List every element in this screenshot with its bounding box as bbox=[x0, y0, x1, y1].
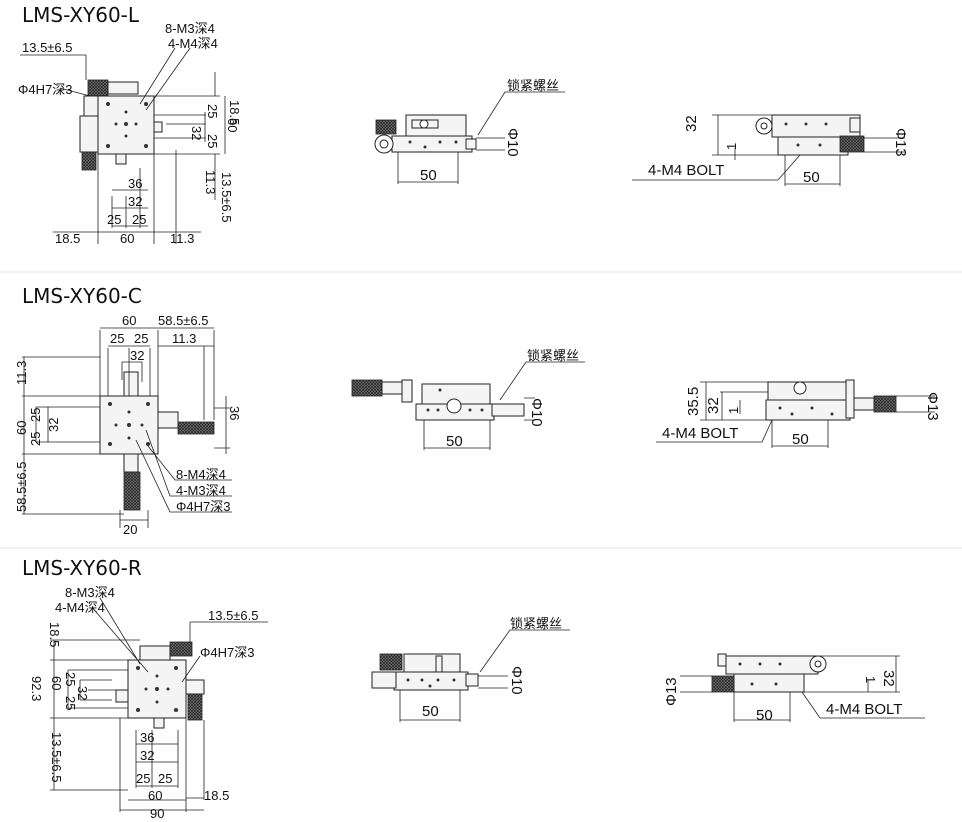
dim-label: Φ10 bbox=[504, 128, 521, 157]
dim-label: 32 bbox=[189, 126, 204, 140]
section-title: LMS-XY60-C bbox=[22, 284, 142, 308]
section-lms-xy60-l: LMS-XY60-L 13.5±6.5 bbox=[18, 3, 909, 246]
dim-label: 60 bbox=[14, 421, 29, 435]
dim-label: 13.5±6.5 bbox=[22, 40, 73, 55]
dim-label: 60 bbox=[225, 118, 240, 132]
dim-label: 92.3 bbox=[29, 676, 44, 701]
section-title: LMS-XY60-L bbox=[22, 3, 140, 27]
dim-label: 8-M4深4 bbox=[176, 467, 226, 482]
dim-label: 25 bbox=[136, 771, 150, 786]
dim-label: 4-M4 BOLT bbox=[826, 701, 902, 718]
dim-label: 32 bbox=[75, 686, 90, 700]
dim-label: 8-M3深4 bbox=[165, 21, 215, 36]
side-view: 32 1 4-M4 BOLT 50 Φ13 bbox=[663, 653, 925, 724]
dim-label: 32 bbox=[683, 115, 700, 132]
side-view: 35.5 32 1 4-M4 BOLT 50 Φ13 bbox=[656, 379, 941, 448]
dim-label: 25 bbox=[205, 104, 220, 118]
dim-label: 25 bbox=[205, 134, 220, 148]
dim-label: 20 bbox=[123, 522, 137, 537]
callout-label: 锁紧螺丝 bbox=[510, 616, 562, 631]
dim-label: 90 bbox=[150, 806, 164, 821]
section-lms-xy60-r: LMS-XY60-R 8-M3深4 4-M4深4 13.5±6.5 Φ4H7深3… bbox=[22, 556, 925, 821]
callout-label: 锁紧螺丝 bbox=[507, 78, 559, 93]
dim-label: 11.3 bbox=[14, 361, 29, 385]
dim-label: 11.3 bbox=[203, 170, 218, 194]
dim-label: 25 bbox=[63, 672, 78, 686]
front-view: 锁紧螺丝 50 Φ10 bbox=[371, 616, 570, 722]
dim-label: 50 bbox=[803, 169, 820, 186]
dim-label: 32 bbox=[880, 670, 897, 687]
dim-label: 25 bbox=[134, 331, 148, 346]
dim-label: Φ4H7深3 bbox=[200, 645, 254, 660]
dim-label: Φ4H7深3 bbox=[176, 499, 230, 514]
front-view: 锁紧螺丝 50 Φ10 bbox=[351, 348, 585, 450]
dim-label: 13.5±6.5 bbox=[49, 732, 64, 783]
dim-label: 18.5 bbox=[227, 100, 242, 125]
dim-label: 25 bbox=[28, 432, 43, 446]
dim-label: 4-M4 BOLT bbox=[648, 162, 724, 179]
dim-label: 50 bbox=[756, 707, 773, 724]
dim-label: 1 bbox=[726, 407, 741, 414]
dim-label: 25 bbox=[132, 212, 146, 227]
dim-label: 60 bbox=[120, 231, 134, 246]
dim-label: 18.5 bbox=[55, 231, 80, 246]
micrometer-knob bbox=[87, 79, 109, 97]
dim-label: 11.3 bbox=[170, 231, 194, 246]
dim-label: 32 bbox=[705, 397, 722, 414]
dim-label: 60 bbox=[148, 788, 162, 803]
dim-label: 25 bbox=[107, 212, 121, 227]
dim-label: 18.5 bbox=[47, 622, 62, 647]
dim-label: 32 bbox=[46, 418, 61, 432]
dim-label: 1 bbox=[863, 676, 878, 683]
dim-label: 58.5±6.5 bbox=[14, 461, 29, 512]
dim-label: 4-M3深4 bbox=[176, 483, 226, 498]
dim-label: 36 bbox=[140, 730, 154, 745]
dim-label: Φ10 bbox=[508, 666, 525, 695]
dim-label: Φ4H7深3 bbox=[18, 82, 72, 97]
side-view: 32 1 4-M4 BOLT 50 Φ13 bbox=[632, 114, 909, 186]
dim-label: Φ13 bbox=[892, 128, 909, 157]
front-view: 锁紧螺丝 50 Φ10 bbox=[374, 78, 565, 184]
dim-label: 13.5±6.5 bbox=[219, 172, 234, 223]
dim-label: 25 bbox=[63, 696, 78, 710]
dim-label: 4-M4深4 bbox=[55, 600, 105, 615]
dim-label: 25 bbox=[110, 331, 124, 346]
section-title: LMS-XY60-R bbox=[22, 556, 142, 580]
top-view: 13.5±6.5 8-M3深4 4-M4深4 Φ4H7深3 18.5 60 25… bbox=[18, 21, 242, 246]
dim-label: 11.3 bbox=[172, 331, 196, 346]
dim-label: 32 bbox=[128, 194, 142, 209]
dim-label: 60 bbox=[49, 676, 64, 690]
dim-label: 32 bbox=[130, 348, 144, 363]
dim-label: 4-M4 BOLT bbox=[662, 425, 738, 442]
dim-label: 25 bbox=[158, 771, 172, 786]
dim-label: 36 bbox=[227, 406, 242, 420]
top-view: 8-M3深4 4-M4深4 13.5±6.5 Φ4H7深3 18.5 92.3 … bbox=[29, 585, 268, 821]
top-view: 60 58.5±6.5 25 25 11.3 32 11.3 25 32 25 … bbox=[14, 313, 242, 537]
dim-label: 50 bbox=[792, 431, 809, 448]
dim-label: 32 bbox=[140, 748, 154, 763]
dim-label: 50 bbox=[446, 433, 463, 450]
dim-label: 35.5 bbox=[685, 387, 702, 416]
callout-label: 锁紧螺丝 bbox=[527, 348, 579, 363]
dim-label: 18.5 bbox=[204, 788, 229, 803]
dim-label: 1 bbox=[724, 143, 739, 150]
dim-label: 60 bbox=[122, 313, 136, 328]
dim-label: 36 bbox=[128, 176, 142, 191]
dim-label: 58.5±6.5 bbox=[158, 313, 209, 328]
dim-label: 8-M3深4 bbox=[65, 585, 115, 600]
section-lms-xy60-c: LMS-XY60-C 60 58.5±6.5 25 25 11.3 32 11.… bbox=[14, 284, 941, 537]
dim-label: 13.5±6.5 bbox=[208, 608, 259, 623]
dim-label: 50 bbox=[420, 167, 437, 184]
dim-label: 4-M4深4 bbox=[168, 36, 218, 51]
dim-label: Φ10 bbox=[528, 398, 545, 427]
dim-label: Φ13 bbox=[924, 392, 941, 421]
dim-label: 50 bbox=[422, 703, 439, 720]
dim-label: 25 bbox=[28, 408, 43, 422]
micrometer-knob bbox=[81, 151, 97, 171]
dim-label: Φ13 bbox=[663, 677, 680, 706]
